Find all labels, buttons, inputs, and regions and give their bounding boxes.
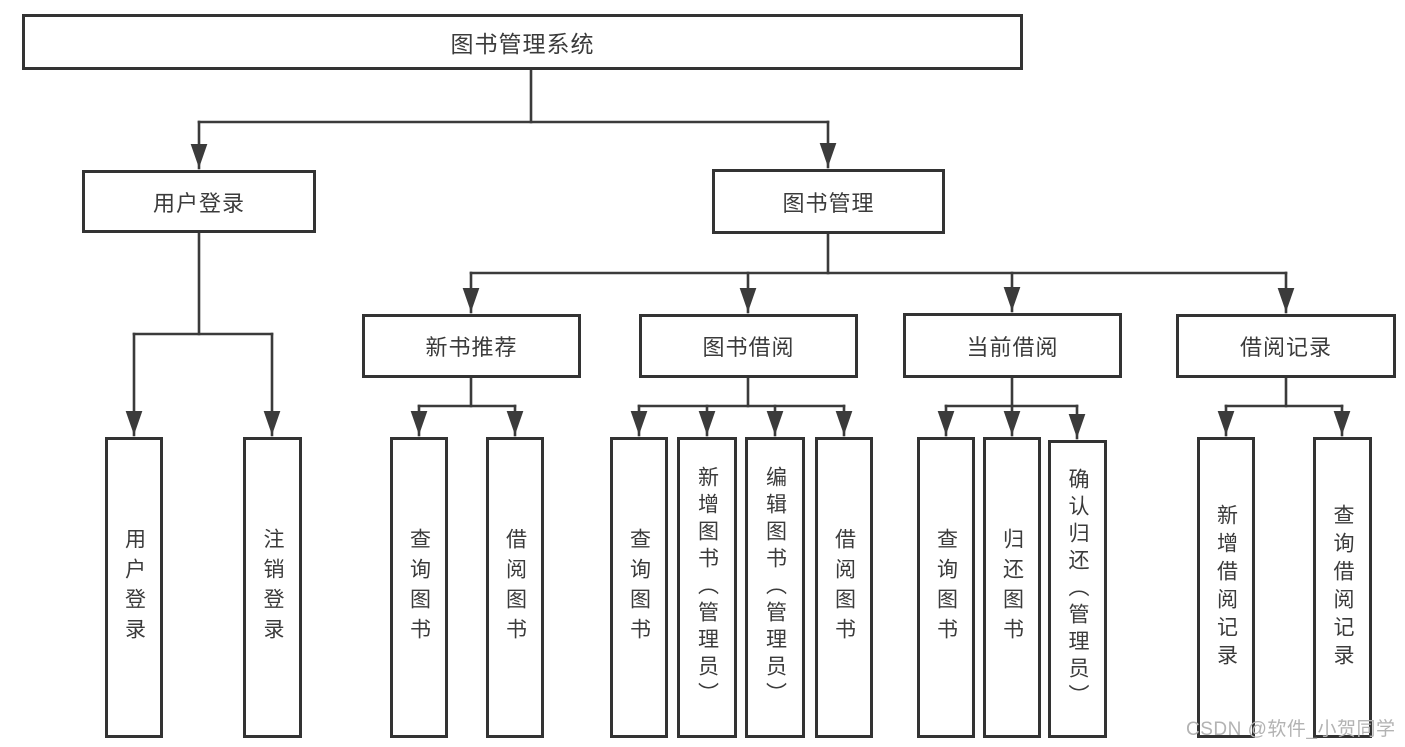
leaf-edit-book-admin: 编辑图书（管理员） (745, 437, 805, 738)
watermark-text: CSDN @软件_小贺同学 (1186, 719, 1396, 740)
leaf-query-book-recommend: 查询图书 (390, 437, 448, 738)
node-user-login: 用户登录 (82, 170, 316, 233)
leaf-borrow-book-recommend: 借阅图书 (486, 437, 544, 738)
leaf-user-login: 用户登录 (105, 437, 163, 738)
leaf-add-borrow-record: 新增借阅记录 (1197, 437, 1255, 738)
node-current-borrow: 当前借阅 (903, 313, 1122, 378)
node-borrow-record: 借阅记录 (1176, 314, 1396, 378)
leaf-return-book: 归还图书 (983, 437, 1041, 738)
leaf-logout: 注销登录 (243, 437, 302, 738)
node-new-book-recommend: 新书推荐 (362, 314, 581, 378)
leaf-query-book-borrow: 查询图书 (610, 437, 668, 738)
node-book-management: 图书管理 (712, 169, 945, 234)
leaf-borrow-book: 借阅图书 (815, 437, 873, 738)
node-book-borrow: 图书借阅 (639, 314, 858, 378)
node-root-system: 图书管理系统 (22, 14, 1023, 70)
leaf-confirm-return-admin: 确认归还（管理员） (1048, 440, 1107, 738)
leaf-add-book-admin: 新增图书（管理员） (677, 437, 737, 738)
leaf-query-borrow-record: 查询借阅记录 (1313, 437, 1372, 738)
leaf-query-book-current: 查询图书 (917, 437, 975, 738)
